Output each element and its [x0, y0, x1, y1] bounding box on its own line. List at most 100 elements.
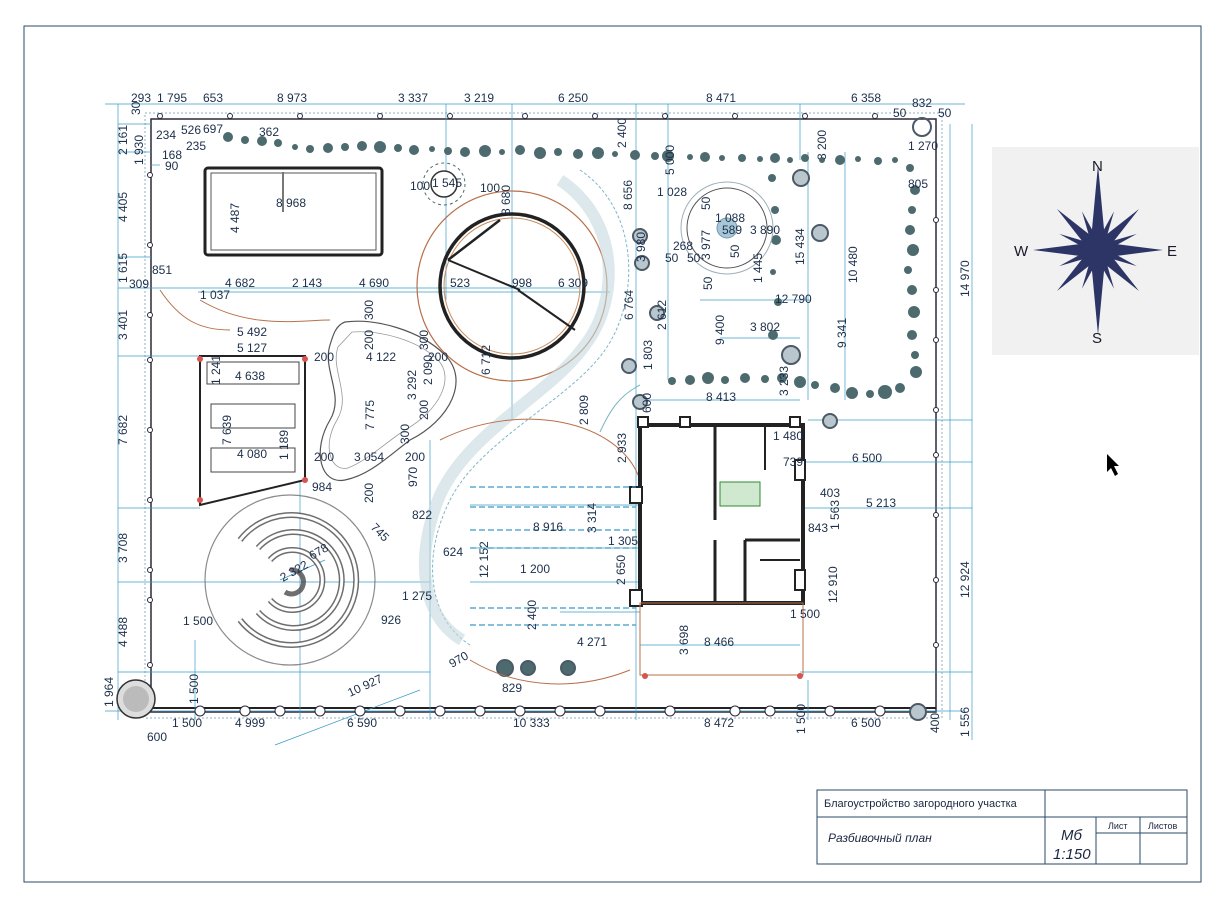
dim-left-8: 3 708: [116, 533, 130, 563]
compass-s-label: S: [1092, 330, 1102, 347]
dim-garden-60: 1 241: [209, 355, 223, 385]
dim-left-6: 3 401: [116, 310, 130, 340]
compass-n-label: N: [1092, 158, 1103, 175]
fountain: [680, 181, 774, 275]
dim-garden-69: 3 054: [354, 450, 384, 464]
dim-house-18: 4 271: [577, 635, 607, 649]
dim-garden-45: 1 037: [200, 288, 230, 302]
dim-garden-68: 200: [314, 450, 334, 464]
dim-bottom-3: 4 999: [235, 716, 265, 730]
dim-garden-71: 200: [405, 450, 425, 464]
dim-garden-57: 300: [417, 330, 431, 350]
dim-garden-80: 8 916: [533, 520, 563, 534]
dim-house-7: 1 563: [828, 500, 842, 530]
dim-garden-79: 745: [368, 520, 392, 544]
dim-left-1: 30: [129, 101, 143, 115]
dim-garden-24: 3 890: [750, 223, 780, 237]
dim-right-1: 1 270: [908, 139, 938, 153]
dim-garden-50: 6 309: [558, 276, 588, 290]
dim-left-5: 1 615: [116, 253, 130, 283]
dim-garden-3: 697: [203, 122, 223, 136]
dim-garden-37: 9 400: [713, 315, 727, 345]
dim-garden-18: 805: [908, 177, 928, 191]
dim-garden-34: 3 980: [634, 232, 648, 262]
dim-garden-41: 600: [640, 393, 654, 413]
boundary-markers: [147, 113, 939, 717]
dim-garden-53: 200: [314, 350, 334, 364]
dim-garden-27: 50: [665, 251, 679, 265]
dim-garden-92: 1 500: [790, 607, 820, 621]
dim-bottom-6: 8 472: [704, 716, 734, 730]
dim-left-2: 2 161: [116, 125, 130, 155]
dim-house-10: 3 698: [677, 625, 691, 655]
title-sheet-name: Разбивочный план: [828, 831, 932, 845]
dim-garden-19: 1 028: [657, 185, 687, 199]
dim-garden-11: 1 545: [432, 176, 462, 190]
round-flowerbed: [422, 162, 466, 206]
dim-garden-13: 8 680: [499, 185, 513, 215]
dim-top-9: 6 358: [851, 91, 881, 105]
dim-garden-42: 309: [129, 277, 149, 291]
dim-garden-38: 3 802: [750, 320, 780, 334]
dim-garden-39: 9 341: [835, 318, 849, 348]
dim-top-8: 8 471: [706, 91, 736, 105]
dim-garden-49: 998: [512, 276, 532, 290]
shrub-hedge: [223, 132, 922, 399]
dim-garden-9: 8 968: [276, 196, 306, 210]
dim-garden-7: 90: [165, 159, 179, 173]
dim-left-3: 1 930: [132, 135, 146, 165]
dim-garden-47: 4 690: [359, 276, 389, 290]
parking-area: [197, 355, 308, 507]
sheet-frame: [23, 25, 1202, 883]
compass-e-label: E: [1167, 243, 1177, 260]
dim-garden-17: 3 200: [815, 130, 829, 160]
dim-top-12: 50: [938, 106, 952, 120]
dim-garden-90: 829: [502, 681, 522, 695]
dim-garden-40: 1 803: [641, 340, 655, 370]
dim-bottom-8: 6 500: [851, 716, 881, 730]
dim-bottom-7: 1 500: [794, 704, 808, 734]
compass-w-label: W: [1014, 243, 1029, 260]
terrace: [639, 602, 804, 679]
dim-garden-88: 926: [381, 613, 401, 627]
dim-garden-16: 5 000: [663, 145, 677, 175]
dim-garden-75: 2 809: [577, 395, 591, 425]
dim-top-3: 653: [203, 91, 223, 105]
dim-garden-36: 2 612: [655, 300, 669, 330]
dim-garden-51: 5 492: [237, 325, 267, 339]
dim-left-10: 1 964: [102, 677, 116, 707]
dim-garden-85: 1 275: [402, 589, 432, 603]
title-stage: Мб: [1061, 827, 1082, 844]
pond: [319, 320, 457, 481]
trees: [496, 117, 932, 721]
dim-garden-21: 1 088: [715, 211, 745, 225]
dim-garden-4: 362: [259, 125, 279, 139]
dim-right-2: 14 970: [958, 260, 972, 297]
dimension-labels: 293 1 795 653 8 973 3 337 3 219 6 250 8 …: [102, 91, 972, 744]
dim-garden-52: 5 127: [237, 341, 267, 355]
dim-house-14: 2 933: [615, 433, 629, 463]
dim-garden-1: 234: [156, 128, 176, 142]
garage-building: [203, 166, 384, 257]
dim-garden-14: 8 656: [621, 180, 635, 210]
pergola: [470, 486, 636, 626]
dim-house-9: 8 466: [704, 635, 734, 649]
dim-garden-72: 984: [312, 480, 332, 494]
dim-garden-73: 970: [406, 467, 420, 487]
dim-garden-74: 200: [362, 483, 376, 503]
dim-garden-46: 2 143: [292, 276, 322, 290]
dim-top-4: 8 973: [277, 91, 307, 105]
dim-left-4: 4 405: [116, 192, 130, 222]
dim-house-6: 843: [808, 521, 828, 535]
title-scale: 1:150: [1053, 846, 1091, 863]
dim-house-8: 12 910: [826, 566, 840, 603]
dim-garden-12: 100: [480, 181, 500, 195]
dim-garden-2: 526: [181, 123, 201, 137]
dim-garden-33: 12 790: [775, 292, 812, 306]
dim-top-6: 3 219: [464, 91, 494, 105]
dim-garden-28: 50: [687, 251, 701, 265]
dim-garden-86: 2 400: [525, 600, 539, 630]
gravel-patch: [116, 679, 156, 719]
dim-top-1: 293: [131, 91, 151, 105]
dim-house-4: 403: [820, 486, 840, 500]
